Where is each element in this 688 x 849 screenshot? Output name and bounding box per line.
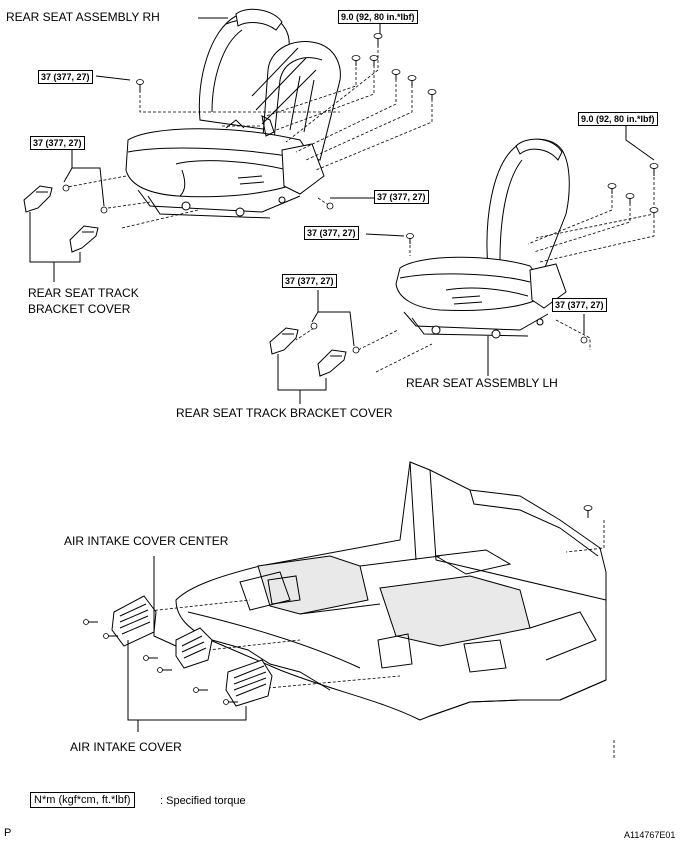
torque-box-lh-37-side: 37 (377, 27) (552, 298, 607, 312)
torque-box-lh-9: 9.0 (92, 80 in.*lbf) (578, 112, 658, 126)
footer-left-mark: P (4, 827, 12, 839)
label-track-cover-rh-line1: REAR SEAT TRACK (28, 286, 139, 300)
torque-box-rh-37-lower: 37 (377, 27) (30, 136, 85, 150)
label-rear-seat-lh: REAR SEAT ASSEMBLY LH (406, 376, 558, 390)
torque-box-rh-9: 9.0 (92, 80 in.*lbf) (338, 10, 418, 24)
lh-bolts (295, 126, 659, 376)
torque-box-lh-37-lower: 37 (377, 27) (282, 274, 337, 288)
label-air-intake-center: AIR INTAKE COVER CENTER (64, 534, 229, 548)
lh-track-bracket-covers (269, 327, 347, 404)
rear-seat-lh-illustration (395, 138, 570, 339)
rh-upper-bolts (61, 22, 437, 229)
label-track-cover-lh: REAR SEAT TRACK BRACKET COVER (176, 406, 393, 420)
label-air-intake-cover: AIR INTAKE COVER (70, 740, 182, 754)
torque-box-rh-37-side: 37 (377, 27) (374, 190, 429, 204)
legend-unit-box: N*m (kgf*cm, ft.*lbf) (30, 792, 135, 808)
label-track-cover-rh-line2: BRACKET COVER (28, 302, 131, 316)
legend-description: : Specified torque (160, 795, 246, 807)
torque-box-lh-37-upper: 37 (377, 27) (304, 226, 359, 240)
torque-box-rh-37-upper: 37 (377, 27) (38, 70, 93, 84)
figure-id: A114767E01 (624, 830, 676, 840)
rear-seat-rh-illustration (125, 8, 341, 219)
rh-track-bracket-covers (23, 185, 99, 282)
label-rear-seat-rh: REAR SEAT ASSEMBLY RH (6, 10, 160, 24)
floor-panel-illustration (139, 461, 615, 760)
air-intake-covers (83, 556, 273, 732)
